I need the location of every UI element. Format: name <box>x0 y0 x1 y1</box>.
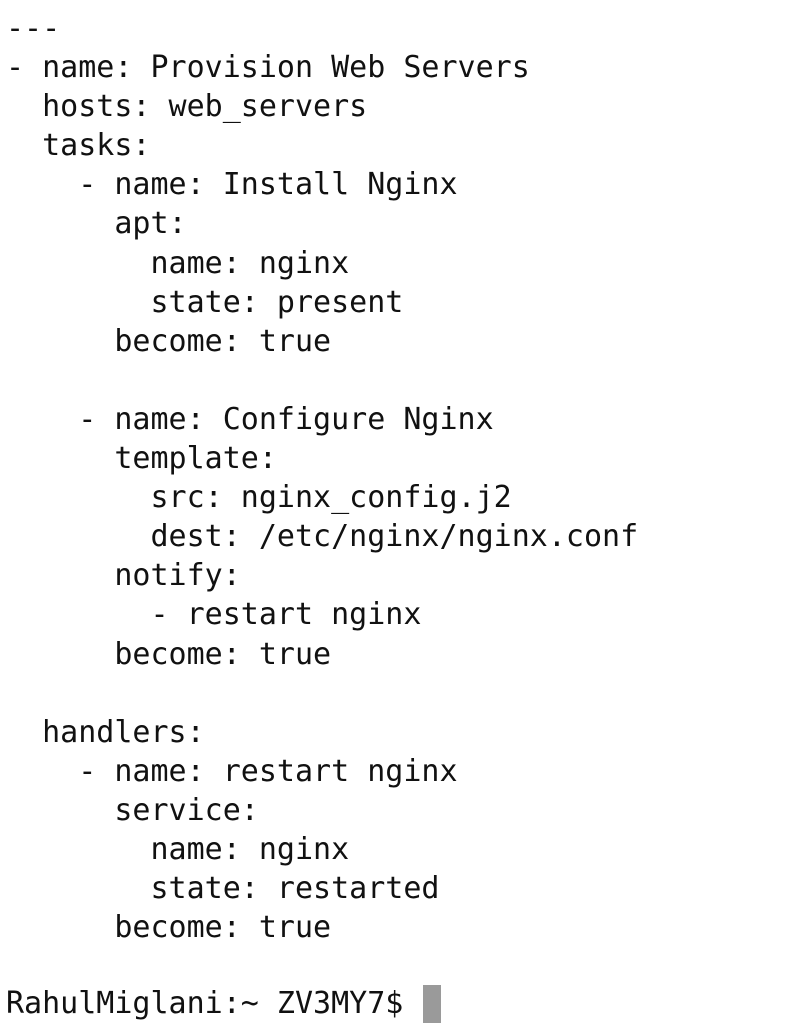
terminal-line: become: true <box>6 910 332 946</box>
terminal-output: --- - name: Provision Web Servers hosts:… <box>6 9 638 947</box>
terminal-line: notify: <box>6 558 241 594</box>
terminal-line: state: restarted <box>6 871 440 907</box>
terminal-line: state: present <box>6 284 404 320</box>
terminal-line: hosts: web_servers <box>6 89 368 125</box>
block-cursor <box>423 985 442 1023</box>
terminal-line: --- <box>6 11 61 46</box>
terminal-line: name: nginx <box>6 831 350 867</box>
terminal-line: - name: restart nginx <box>6 753 458 789</box>
terminal-line: - name: Provision Web Servers <box>6 50 530 86</box>
terminal-line: src: nginx_config.j2 <box>6 480 512 516</box>
shell-prompt-line[interactable]: RahulMiglani:~ ZV3MY7$ <box>6 984 442 1024</box>
terminal-line: apt: <box>6 206 187 242</box>
terminal-line: - name: Configure Nginx <box>6 401 494 437</box>
terminal-line <box>6 361 638 400</box>
terminal-line: handlers: <box>6 714 205 750</box>
terminal-line: service: <box>6 792 259 828</box>
terminal-line: become: true <box>6 636 332 672</box>
terminal-line: name: nginx <box>6 245 350 281</box>
terminal-line: - name: Install Nginx <box>6 167 458 203</box>
terminal-line: become: true <box>6 323 332 359</box>
terminal-line <box>6 674 638 713</box>
terminal-line: - restart nginx <box>6 597 422 633</box>
terminal-line: tasks: <box>6 128 151 164</box>
terminal-line: dest: /etc/nginx/nginx.conf <box>6 519 639 555</box>
terminal-line: template: <box>6 441 277 477</box>
shell-prompt: RahulMiglani:~ ZV3MY7$ <box>6 986 422 1021</box>
